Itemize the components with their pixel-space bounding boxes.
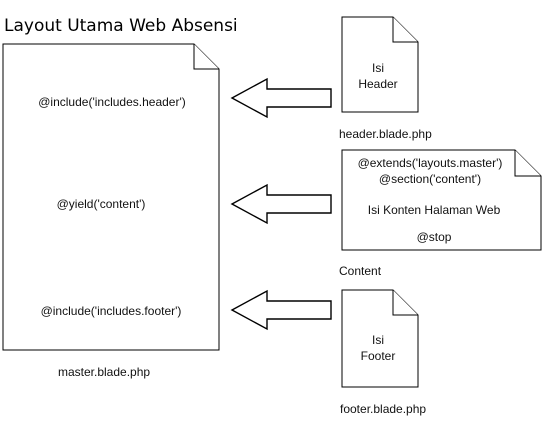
content-caption: Content [339,264,382,278]
diagram-title: Layout Utama Web Absensi [4,16,238,36]
master-include-header: @include('includes.header') [38,95,186,109]
arrow-header-to-master [230,77,332,119]
header-document-fold [392,17,418,43]
header-doc-line1: Isi [372,61,384,75]
header-document: Isi Header [341,16,419,113]
footer-doc-line1: Isi [372,333,384,347]
master-document-shape [2,43,220,351]
content-doc-line1: @extends('layouts.master') [358,156,503,170]
content-document-fold [514,150,541,177]
header-caption: header.blade.php [339,127,432,141]
content-doc-line2: @section('content') [379,172,481,186]
content-document: @extends('layouts.master') @section('con… [341,149,542,251]
content-doc-line4: @stop [417,230,452,244]
footer-document: Isi Footer [341,289,419,388]
master-include-footer: @include('includes.footer') [41,304,182,318]
header-doc-line2: Header [358,77,397,91]
master-document-fold [193,44,219,70]
footer-caption: footer.blade.php [340,402,426,416]
master-document: @include('includes.header') @yield('cont… [2,43,220,351]
master-yield-content: @yield('content') [57,197,146,211]
footer-document-fold [392,290,418,316]
master-caption: master.blade.php [58,365,150,379]
arrow-footer-to-master [230,289,332,331]
footer-doc-line2: Footer [361,349,396,363]
arrow-content-to-master [230,183,332,225]
content-doc-line3: Isi Konten Halaman Web [368,203,501,217]
content-document-shape [341,149,542,251]
